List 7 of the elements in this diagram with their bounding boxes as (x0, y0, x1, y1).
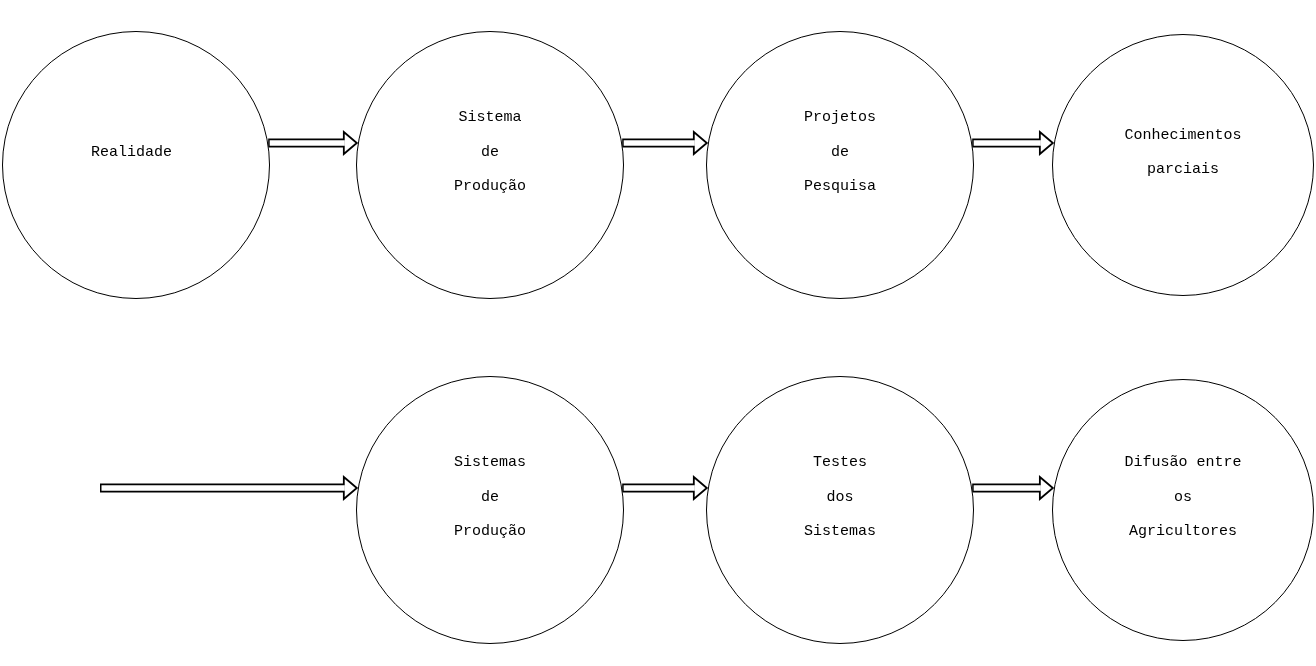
node-label: Difusão entre os Agricultores (1123, 453, 1243, 543)
node-label: Sistemas de Produção (453, 453, 527, 543)
node-label: Realidade (91, 142, 173, 163)
node-label: Projetos de Pesquisa (803, 108, 877, 198)
node-label: Conhecimentos parciais (1123, 125, 1243, 180)
node-label: Sistema de Produção (454, 108, 526, 198)
node-label: Testes dos Sistemas (804, 453, 876, 543)
